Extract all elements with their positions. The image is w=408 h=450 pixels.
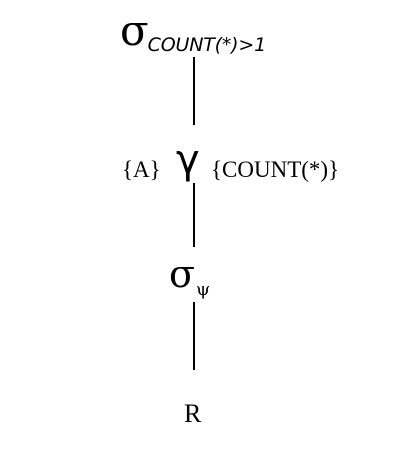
group-by-attributes: {A}: [122, 157, 161, 182]
aggregate-list: {COUNT(*)}: [211, 157, 340, 182]
selection-condition: ψ: [195, 279, 211, 300]
grouping-operator: γ: [176, 137, 200, 183]
selection-operator: σ: [120, 6, 149, 55]
top-selection-node: σCOUNT(*)>1: [120, 10, 266, 55]
grouping-node: {A} γ {COUNT(*)}: [122, 140, 372, 188]
lower-selection-node: σψ: [169, 252, 210, 299]
edge-selection-to-relation: [193, 302, 195, 370]
edge-grouping-to-selection: [193, 183, 195, 247]
selection-condition: COUNT(*)>1: [147, 34, 266, 56]
edge-selection-to-grouping: [193, 57, 195, 125]
relation-leaf: R: [184, 399, 202, 428]
selection-operator: σ: [169, 252, 195, 296]
